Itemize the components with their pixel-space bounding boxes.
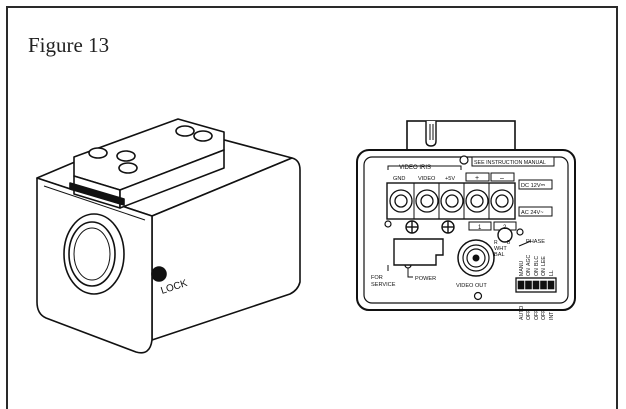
switch-4-bottom: OFF bbox=[541, 310, 547, 320]
switch-2-name: AGC bbox=[526, 255, 532, 266]
switch-4-name: LEE bbox=[541, 256, 547, 266]
ac-label: AC 24V~ bbox=[521, 210, 544, 216]
phase-label: PHASE bbox=[526, 239, 545, 245]
service-panel bbox=[393, 238, 444, 266]
switch-2-top: ON bbox=[526, 268, 532, 276]
bracket-hole bbox=[88, 147, 108, 159]
ac-terminal-1: 1 bbox=[478, 225, 482, 231]
top-mount-block bbox=[406, 120, 516, 152]
indicator-hole bbox=[459, 155, 469, 165]
terminal-label-gnd: GND bbox=[393, 176, 405, 182]
bracket-hole bbox=[193, 130, 213, 142]
dial-letter-r: R bbox=[494, 240, 498, 246]
switch-1-bottom: AUTO bbox=[519, 306, 525, 320]
bracket-hole bbox=[116, 150, 136, 162]
dc-minus-symbol: – bbox=[500, 175, 504, 182]
bracket-hole bbox=[118, 162, 138, 174]
switch-5-top: LL bbox=[549, 270, 555, 276]
dc-plus-symbol: + bbox=[475, 175, 479, 182]
switch-1-top: MANU bbox=[519, 260, 525, 276]
power-label: POWER bbox=[415, 276, 436, 282]
figure-title: Figure 13 bbox=[28, 33, 110, 57]
switch-3-name: BLC bbox=[534, 256, 540, 266]
switch-2-bottom: OFF bbox=[526, 310, 532, 320]
see-manual-label: SEE INSTRUCTION MANUAL bbox=[474, 160, 546, 166]
camera-right-face bbox=[151, 157, 301, 341]
bracket-hole bbox=[175, 125, 195, 137]
lock-knob bbox=[151, 266, 167, 282]
dial-letter-b: B bbox=[507, 240, 511, 246]
rear-panel-illustration bbox=[356, 120, 576, 311]
for-service-line2: SERVICE bbox=[371, 282, 396, 288]
ac-terminal-2: 2 bbox=[503, 225, 507, 231]
lens-mount-inner bbox=[68, 221, 116, 287]
switch-3-top: ON bbox=[534, 268, 540, 276]
for-service-line1: FOR bbox=[371, 275, 383, 281]
mounting-bracket bbox=[69, 118, 225, 209]
terminal-label-video: VIDEO bbox=[418, 176, 436, 182]
wht-bal-line2: BAL bbox=[494, 252, 505, 258]
switch-5-bottom: INT bbox=[549, 311, 555, 320]
terminal-label-5v: +5V bbox=[445, 176, 455, 182]
wht-bal-line1: WHT bbox=[494, 246, 507, 252]
mount-screw bbox=[425, 121, 437, 147]
manual-label-box bbox=[471, 156, 555, 167]
switch-3-bottom: OFF bbox=[534, 310, 540, 320]
video-iris-label: VIDEO IRIS bbox=[399, 165, 431, 171]
switch-4-top: ON bbox=[541, 268, 547, 276]
camera-body-illustration bbox=[36, 124, 301, 354]
white-balance-dial bbox=[497, 227, 513, 243]
bracket-base-stripe bbox=[69, 182, 125, 206]
video-out-label: VIDEO OUT bbox=[456, 283, 487, 289]
dc-label: DC 12V⎓ bbox=[521, 183, 546, 189]
